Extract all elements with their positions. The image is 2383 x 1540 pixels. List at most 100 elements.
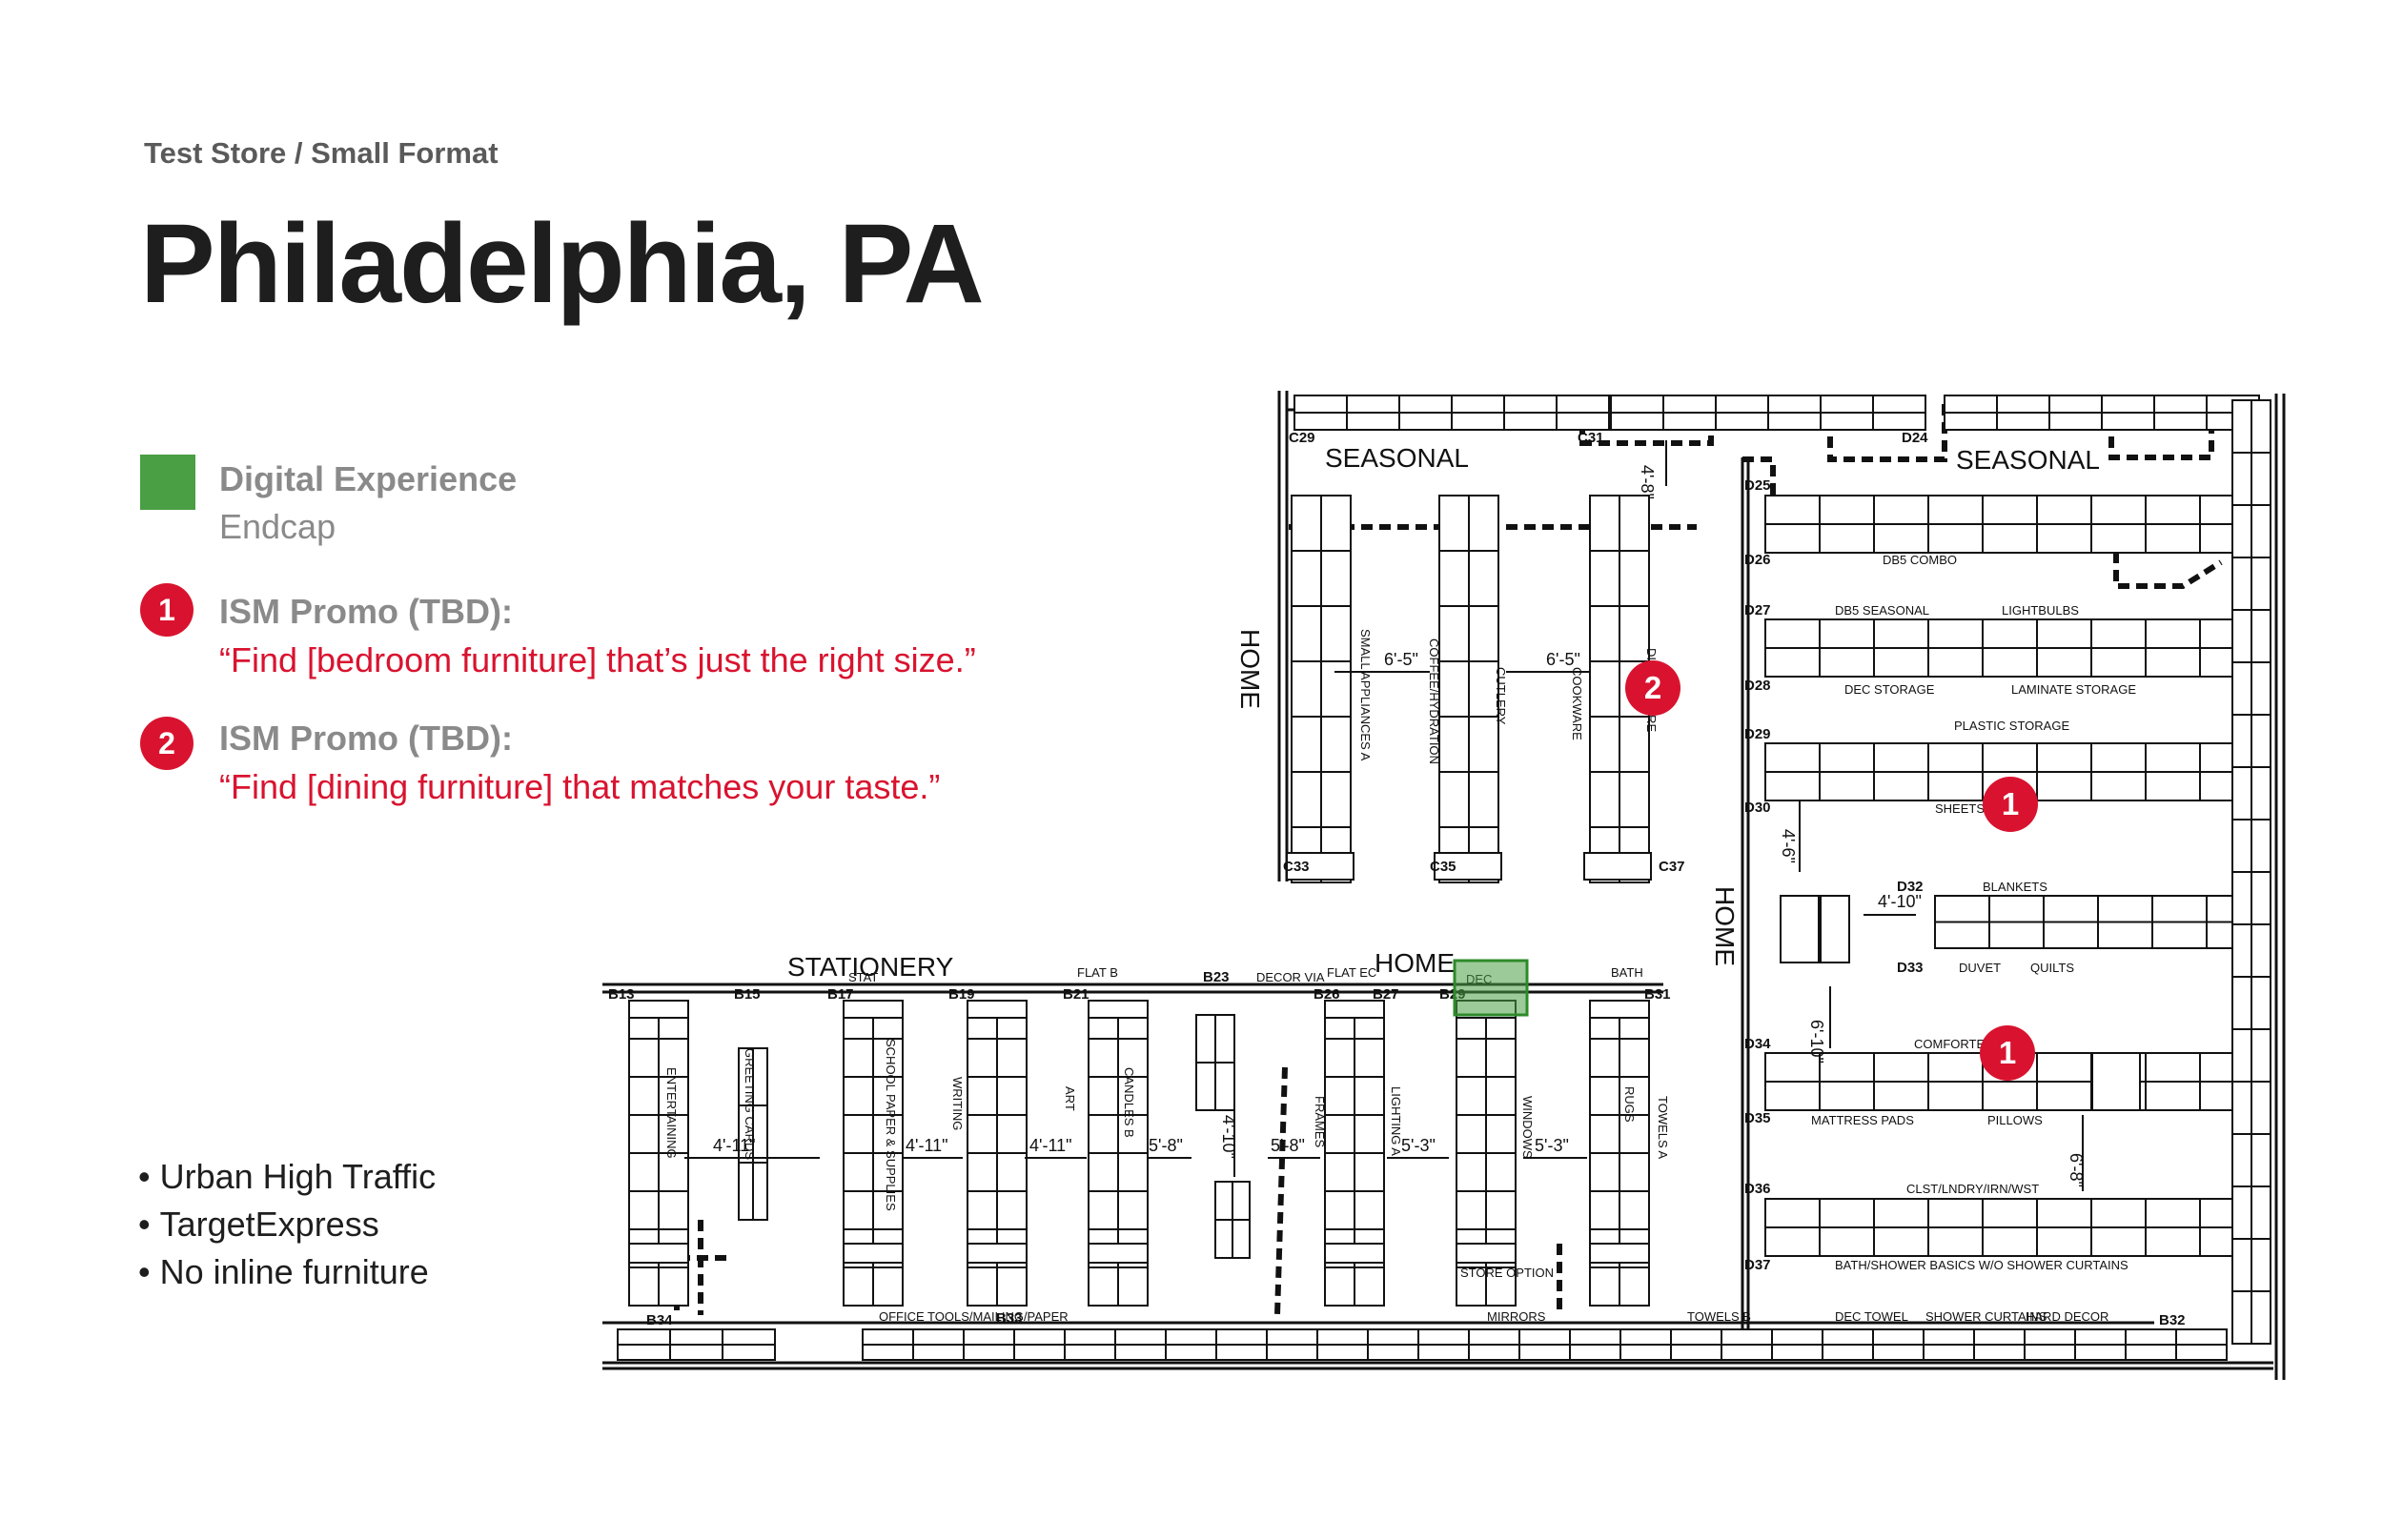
dimension-label: 4'-11" bbox=[906, 1136, 948, 1155]
store-attribute: No inline furniture bbox=[138, 1248, 436, 1296]
dimension-label: 4'-8" bbox=[1638, 465, 1657, 499]
promo-2-quote: “Find [dining furniture] that matches yo… bbox=[219, 767, 941, 806]
endcap bbox=[1780, 895, 1820, 963]
section-label: FLAT EC bbox=[1327, 965, 1376, 980]
section-label: QUILTS bbox=[2030, 961, 2074, 975]
promo-1-badge: 1 bbox=[140, 583, 193, 637]
map-promo-1-marker: 1 bbox=[1980, 1025, 2035, 1081]
aisle-code: D36 bbox=[1744, 1181, 1771, 1197]
section-label: SHOWER CURTAINS bbox=[1925, 1309, 2047, 1324]
endcap bbox=[1088, 1000, 1149, 1019]
plan-fixtures bbox=[617, 395, 2271, 1361]
store-attribute: Urban High Traffic bbox=[138, 1153, 436, 1201]
endcap bbox=[1088, 1243, 1149, 1264]
department-label: SEASONAL bbox=[1956, 445, 2100, 475]
section-label: LIGHTING A bbox=[1389, 1086, 1403, 1156]
promo-2-badge: 2 bbox=[140, 717, 193, 770]
aisle-code: C37 bbox=[1659, 859, 1685, 875]
dimension-label: 5'-3" bbox=[1535, 1136, 1569, 1155]
endcap bbox=[1589, 1243, 1650, 1264]
section-label: WINDOWS bbox=[1520, 1096, 1535, 1159]
section-label: DB5 COMBO bbox=[1883, 553, 1957, 567]
section-label: DEC STORAGE bbox=[1844, 682, 1935, 697]
aisle-code: B21 bbox=[1063, 986, 1090, 1003]
promo-1-quote: “Find [bedroom furniture] that’s just th… bbox=[219, 640, 976, 679]
department-label: HOME bbox=[1235, 629, 1265, 709]
section-label: DUVET bbox=[1959, 961, 2001, 975]
dimension-label: 5'-8" bbox=[1271, 1136, 1305, 1155]
section-label: LIGHTBULBS bbox=[2002, 603, 2079, 618]
section-label: TOWELS B bbox=[1687, 1309, 1751, 1324]
dimension-label: 6'-5" bbox=[1384, 650, 1418, 669]
section-label: SCHOOL PAPER & SUPPLIES bbox=[884, 1039, 898, 1211]
section-label: HARD DECOR bbox=[2026, 1309, 2108, 1324]
aisle-code: D32 bbox=[1897, 879, 1924, 895]
endcap bbox=[2091, 1052, 2141, 1111]
endcap bbox=[1324, 1000, 1385, 1019]
section-label: DEC TOWEL bbox=[1835, 1309, 1908, 1324]
endcap bbox=[1286, 852, 1354, 881]
dimension-label: 4'-10" bbox=[1219, 1115, 1238, 1159]
section-label: RUGS bbox=[1622, 1086, 1637, 1123]
aisle-code: C33 bbox=[1283, 859, 1310, 875]
aisle-code: C31 bbox=[1578, 430, 1604, 446]
dimension-label: 4'-10" bbox=[1878, 892, 1922, 911]
dimension-label: 4'-11" bbox=[1029, 1136, 1072, 1155]
section-label: LAMINATE STORAGE bbox=[2011, 682, 2136, 697]
aisle-code: D27 bbox=[1744, 602, 1771, 618]
section-label: TOWELS A bbox=[1656, 1096, 1670, 1160]
section-label: SHEETS bbox=[1935, 801, 1985, 816]
section-label: PLASTIC STORAGE bbox=[1954, 719, 2069, 733]
aisle-code: B17 bbox=[827, 986, 854, 1003]
plan-walls bbox=[602, 391, 2286, 1380]
section-label: COOKWARE bbox=[1570, 667, 1584, 740]
section-label: SMALL APPLIANCES A bbox=[1358, 629, 1373, 761]
section-label: OFFICE TOOLS/MAILING/PAPER bbox=[879, 1309, 1069, 1324]
section-label: STAT bbox=[848, 970, 878, 984]
endcap bbox=[1456, 1243, 1517, 1264]
dimension-label: 4'-6" bbox=[1779, 829, 1798, 863]
aisle-code: B31 bbox=[1644, 986, 1671, 1003]
aisle-code: D34 bbox=[1744, 1036, 1771, 1052]
section-label: WRITING bbox=[950, 1077, 965, 1130]
aisle-code: D37 bbox=[1744, 1257, 1771, 1273]
endcap bbox=[1583, 852, 1652, 881]
map-promo-2-marker: 2 bbox=[1625, 660, 1680, 716]
section-label: COFFEE/HYDRATION bbox=[1427, 638, 1441, 764]
aisle-code: C35 bbox=[1430, 859, 1456, 875]
promo-1-title: ISM Promo (TBD): bbox=[219, 592, 513, 631]
aisle-code: B34 bbox=[646, 1312, 673, 1328]
section-label: BLANKETS bbox=[1983, 880, 2047, 894]
aisle-code: B32 bbox=[2159, 1312, 2186, 1328]
store-attribute: TargetExpress bbox=[138, 1201, 436, 1248]
endcap bbox=[843, 1000, 904, 1019]
endcap bbox=[843, 1243, 904, 1264]
page-title: Philadelphia, PA bbox=[140, 201, 985, 327]
legend-subtitle: Endcap bbox=[219, 507, 336, 546]
section-label: FRAMES bbox=[1313, 1096, 1327, 1148]
aisle-code: B33 bbox=[996, 1310, 1023, 1327]
dimension-label: 4'-11" bbox=[713, 1136, 756, 1155]
promo-2-title: ISM Promo (TBD): bbox=[219, 719, 513, 758]
endcap bbox=[967, 1000, 1028, 1019]
map-promo-1-marker: 1 bbox=[1983, 777, 2038, 832]
digital-experience-endcap bbox=[1453, 959, 1529, 1017]
section-label: BATH bbox=[1611, 965, 1643, 980]
endcap bbox=[1434, 852, 1502, 881]
section-label: MATTRESS PADS bbox=[1811, 1113, 1914, 1127]
endcap bbox=[1589, 1000, 1650, 1019]
aisle-code: D24 bbox=[1902, 430, 1928, 446]
section-label: STORE OPTION bbox=[1460, 1266, 1554, 1280]
plan-labels: 4'-8"6'-5"6'-5"4'-10"4'-11"4'-11"4'-11"5… bbox=[608, 430, 2186, 1328]
aisle-code: D26 bbox=[1744, 552, 1771, 568]
aisle-code: B13 bbox=[608, 986, 635, 1003]
dimension-label: 6'-10" bbox=[1807, 1020, 1826, 1064]
dimension-label: 5'-8" bbox=[1149, 1136, 1183, 1155]
aisle-code: B19 bbox=[948, 986, 975, 1003]
aisle-code: D33 bbox=[1897, 960, 1924, 976]
aisle-code: D28 bbox=[1744, 678, 1771, 694]
store-eyebrow: Test Store / Small Format bbox=[144, 136, 499, 170]
department-label: SEASONAL bbox=[1325, 443, 1469, 473]
digital-experience-swatch bbox=[140, 455, 195, 510]
